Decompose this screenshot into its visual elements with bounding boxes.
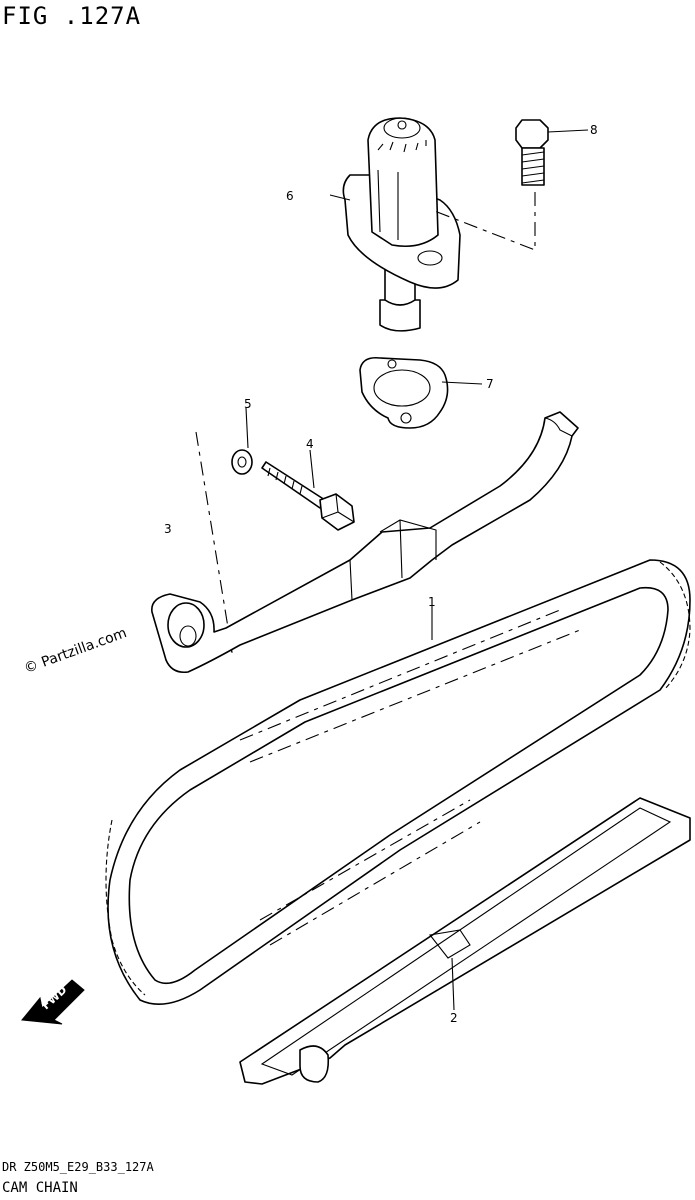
callout-8: 8 [590, 123, 598, 137]
chain-guide-part[interactable] [239, 797, 691, 1085]
callout-2: 2 [450, 1011, 458, 1025]
callout-1: 1 [428, 595, 436, 609]
chain-tensioner-guide-part[interactable] [151, 411, 579, 674]
tensioner-bolt-part[interactable] [515, 119, 549, 186]
figure-title: FIG .127A [2, 2, 142, 30]
diagram-code: DR Z50M5_E29_B33_127A [2, 1160, 154, 1174]
diagram-name: CAM CHAIN [2, 1180, 78, 1196]
tensioner-gasket-part[interactable] [359, 356, 449, 429]
callout-7: 7 [486, 377, 494, 391]
callout-4: 4 [306, 437, 314, 451]
tensioner-pivot-bolt-part[interactable] [261, 461, 355, 531]
cam-chain-part[interactable] [105, 559, 691, 1006]
callout-3: 3 [164, 522, 172, 536]
callout-5: 5 [244, 397, 252, 411]
callout-6: 6 [286, 189, 294, 203]
tensioner-adjuster-part[interactable] [342, 117, 461, 332]
forward-direction-arrow: FWD [21, 979, 85, 1025]
washer-part[interactable] [231, 449, 253, 475]
